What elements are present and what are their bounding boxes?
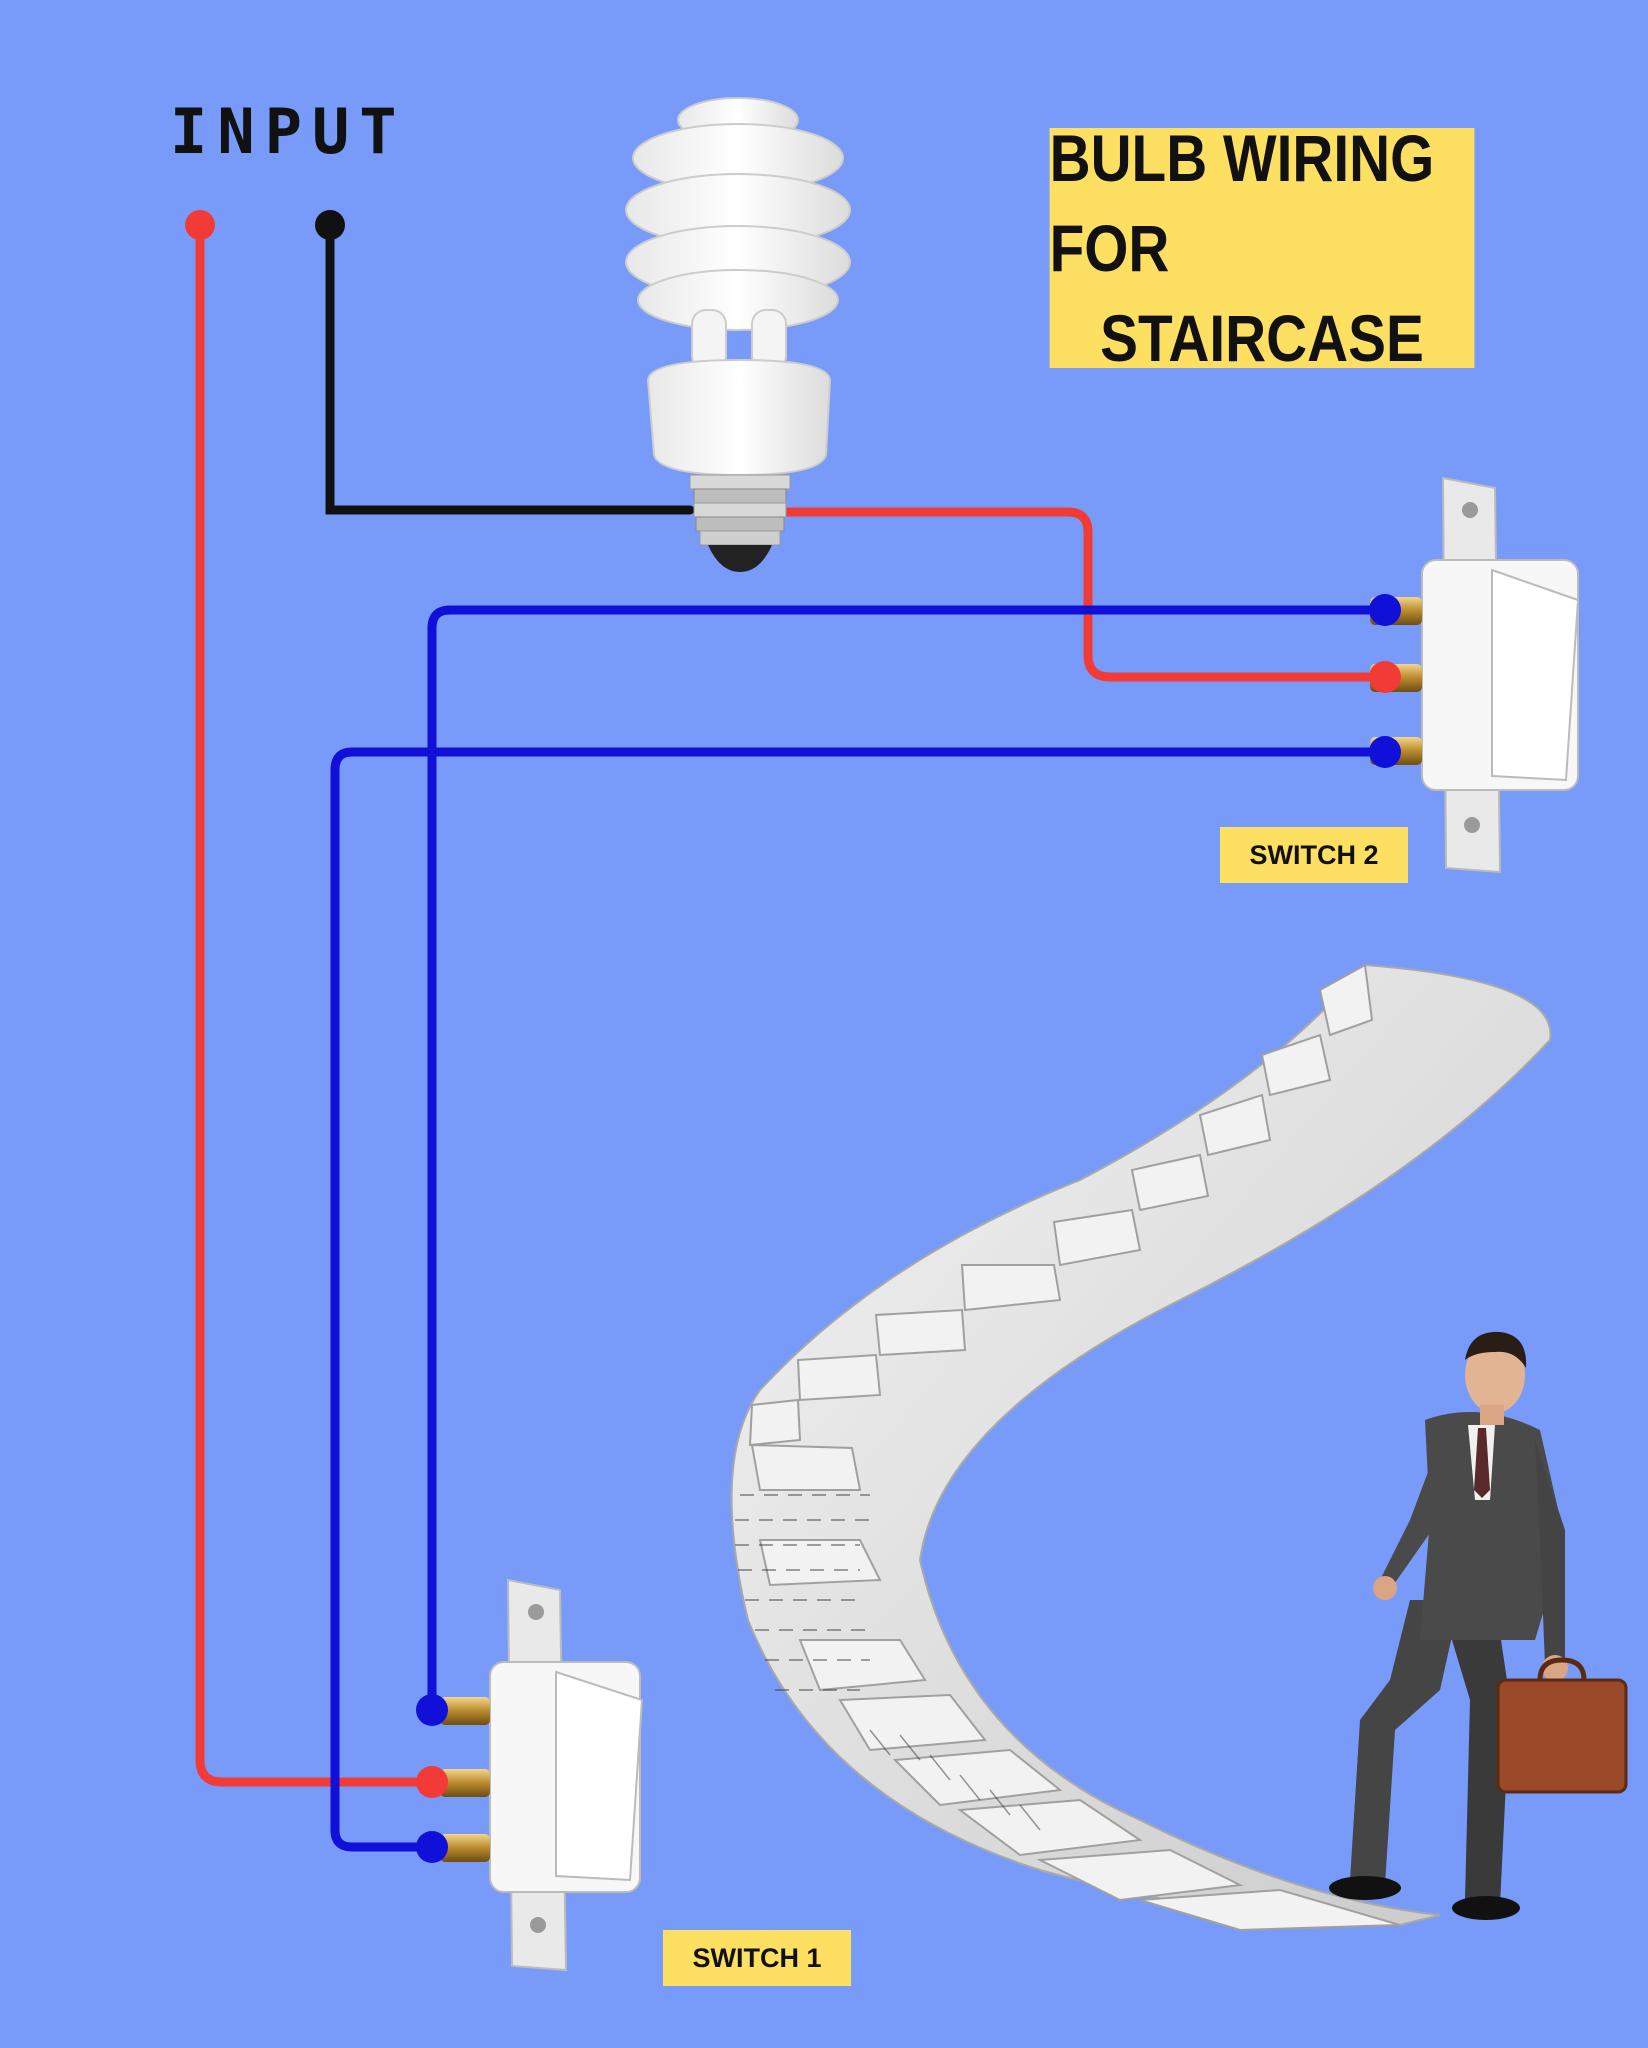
input-live-dot xyxy=(185,210,215,240)
live-input-wire xyxy=(195,220,437,1787)
page-title: BULB WIRING FOR STAIRCASE xyxy=(1049,121,1475,375)
businessman-image xyxy=(1329,1331,1628,1920)
title-line-1: BULB WIRING FOR xyxy=(1049,121,1435,285)
switch-2-label: SWITCH 2 xyxy=(1220,827,1408,883)
switch-2-icon xyxy=(1369,476,1580,874)
title-line-2: STAIRCASE xyxy=(1100,301,1424,375)
input-label: INPUT xyxy=(170,95,407,168)
spiral-staircase-image xyxy=(730,963,1552,1932)
neutral-wire xyxy=(325,220,695,515)
bulb-to-switch2-wire xyxy=(777,507,1390,682)
switch-1-icon xyxy=(416,1578,644,1972)
input-neutral-dot xyxy=(315,210,345,240)
switch-1-label: SWITCH 1 xyxy=(663,1930,851,1986)
traveler-wire-2 xyxy=(330,747,1390,1852)
cfl-bulb-icon xyxy=(625,97,851,572)
traveler-wire-1 xyxy=(427,605,1390,1715)
